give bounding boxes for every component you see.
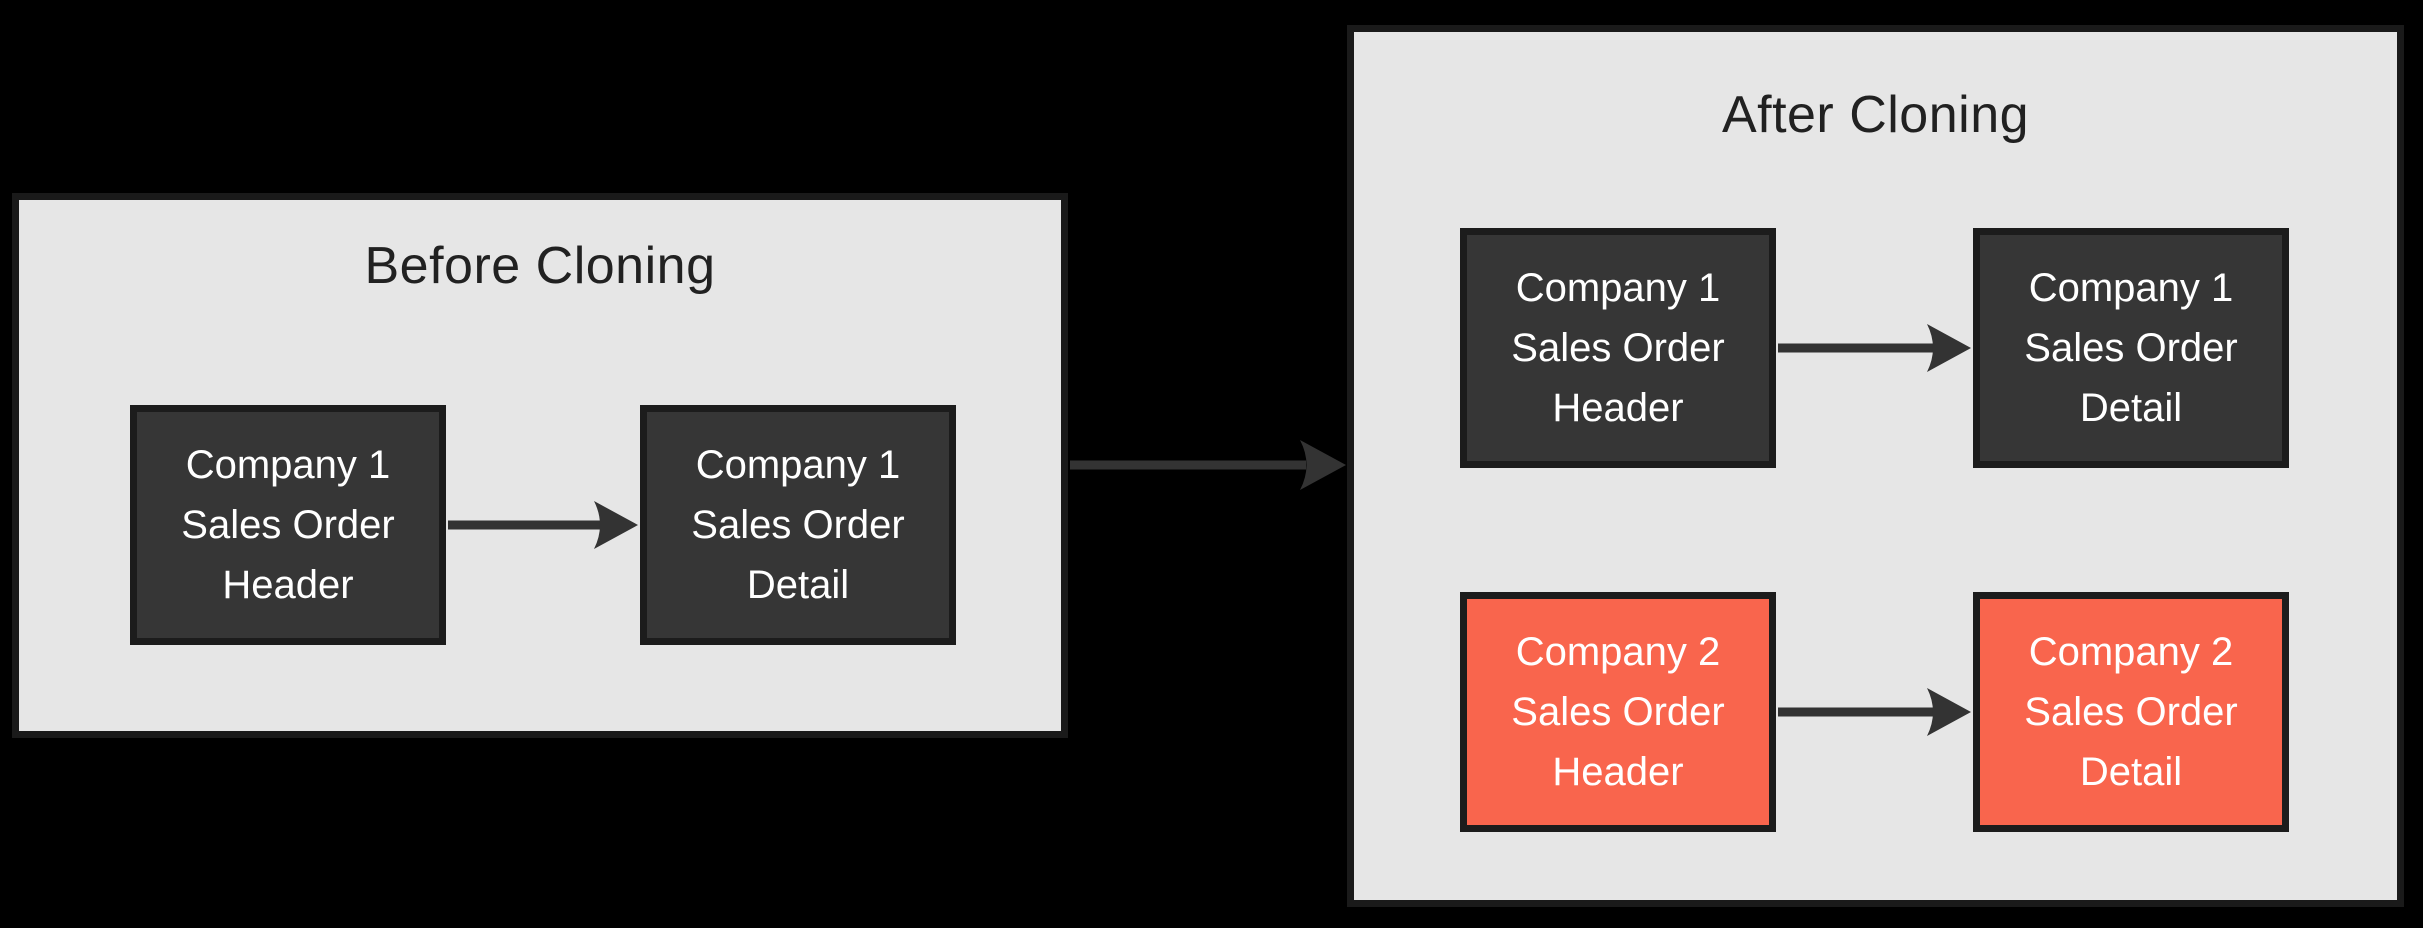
- node-line: Header: [1552, 386, 1684, 430]
- node-line: Detail: [2079, 750, 2183, 794]
- panel-after-cloning: After Cloning Company 1 Sales Order Head…: [1347, 25, 2404, 907]
- node-line: Detail: [746, 563, 850, 607]
- node-line: Company 2: [2028, 630, 2234, 674]
- node-company2-sales-order-detail-after: Company 2 Sales Order Detail: [1973, 592, 2289, 832]
- node-line: Company 1: [1515, 266, 1721, 310]
- node-line: Detail: [2079, 386, 2183, 430]
- node-line: Sales Order: [1511, 690, 1725, 734]
- node-line: Company 1: [185, 443, 391, 487]
- node-line: Header: [222, 563, 354, 607]
- panel-title-before-cloning: Before Cloning: [364, 237, 716, 295]
- node-line: Sales Order: [1511, 326, 1725, 370]
- node-company1-sales-order-detail-after: Company 1 Sales Order Detail: [1973, 228, 2289, 468]
- node-line: Sales Order: [181, 503, 395, 547]
- node-company2-sales-order-header-after: Company 2 Sales Order Header: [1460, 592, 1776, 832]
- panel-title-after-cloning: After Cloning: [1721, 86, 2030, 144]
- arrow-before-to-after: [1070, 440, 1346, 490]
- panel-before-cloning: Before Cloning Company 1 Sales Order Hea…: [12, 193, 1068, 738]
- arrow-company1-header-to-detail-before: [448, 501, 638, 549]
- node-line: Sales Order: [691, 503, 905, 547]
- node-company1-sales-order-header-before: Company 1 Sales Order Header: [130, 405, 446, 645]
- node-company1-sales-order-header-after: Company 1 Sales Order Header: [1460, 228, 1776, 468]
- node-line: Company 1: [2028, 266, 2234, 310]
- node-line: Sales Order: [2024, 326, 2238, 370]
- node-company1-sales-order-detail-before: Company 1 Sales Order Detail: [640, 405, 956, 645]
- node-line: Sales Order: [2024, 690, 2238, 734]
- node-line: Header: [1552, 750, 1684, 794]
- node-line: Company 1: [695, 443, 901, 487]
- node-line: Company 2: [1515, 630, 1721, 674]
- arrow-company1-header-to-detail-after: [1778, 324, 1971, 372]
- arrow-company2-header-to-detail-after: [1778, 688, 1971, 736]
